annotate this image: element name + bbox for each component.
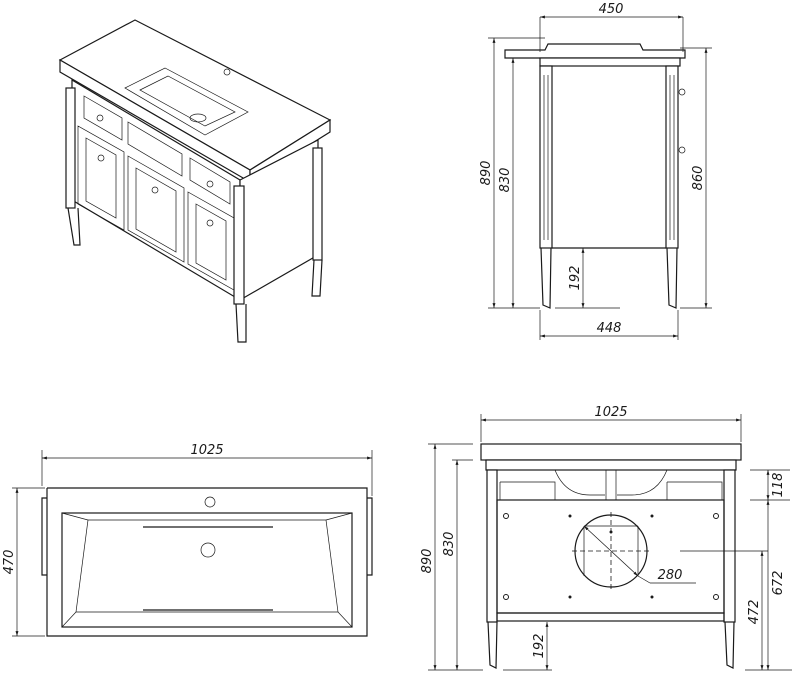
isometric-view [58,19,332,343]
front-view: 280 1025 890 830 118 672 472 192 [420,405,792,671]
drawer-right [189,157,231,205]
faucet-hole-icon [204,496,216,508]
faucet-hole-icon [223,68,231,76]
front-leg-right [723,469,736,623]
dim-side-height-total: 890 [479,161,494,186]
side-countertop [504,43,686,59]
top-view: 1025 470 [2,443,373,637]
shelf [496,612,725,622]
dim-side-height-right: 860 [691,166,706,191]
dim-front-height-total: 890 [420,549,435,574]
dim-side-depth-bottom: 448 [597,321,622,336]
dim-top-depth: 470 [2,550,17,575]
pilaster-left [65,87,76,209]
mounting-holes [503,513,719,600]
knob-icon [206,219,214,227]
dim-hole-diameter: 280 [658,568,683,583]
knob-icon [151,186,159,194]
drawer-left [83,95,123,141]
legs [67,207,323,343]
drain-icon [189,113,207,123]
dim-front-width: 1025 [594,405,627,420]
dim-top-width: 1025 [190,443,223,458]
drawer-center [127,121,183,177]
front-countertop [480,443,742,461]
door-left [77,125,125,231]
front-leg-left [486,469,498,623]
dim-side-height-body: 830 [498,168,513,193]
dim-front-leg-height: 192 [532,634,547,659]
side-view: 450 890 830 860 192 448 [479,2,712,340]
dim-drawer-height: 118 [771,473,786,498]
knob-icon [97,154,105,162]
sink-basin [124,67,249,136]
top-basin-outer [61,512,353,628]
drain-icon [200,542,216,558]
door-center [127,155,185,263]
dim-front-height-body: 830 [442,532,457,557]
dim-hole-center-height: 472 [747,600,762,625]
side-leg-right [665,65,679,249]
back-panel [496,499,725,614]
dim-panel-height: 672 [771,571,786,596]
top-basin-inner [75,519,339,613]
dim-side-leg-height: 192 [568,266,583,291]
side-leg-left [539,65,553,249]
knob-icon [96,114,104,122]
knob-icon [206,180,214,188]
dim-side-depth-top: 450 [599,2,624,17]
